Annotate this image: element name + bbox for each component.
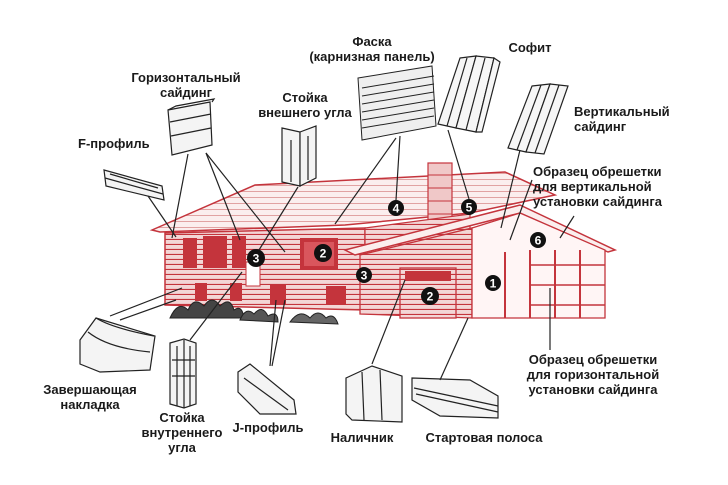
marker-3-left-text: 3 — [253, 252, 260, 266]
label-outer-corner: Стойка внешнего угла — [258, 90, 352, 120]
marker-1 — [485, 275, 501, 291]
marker-5-text: 5 — [466, 201, 473, 215]
house-illustration — [149, 162, 618, 325]
siding-icon — [167, 98, 216, 156]
label-inner-corner: Стойка внутреннего угла — [141, 410, 223, 455]
label-finishing-trim: Завершающая накладка — [43, 382, 137, 412]
marker-4-text: 4 — [393, 202, 400, 216]
label-vertical-battens: Образец обрешетки для вертикальной устан… — [533, 164, 662, 209]
facing-panel-icon — [357, 65, 437, 141]
marker-3-left — [247, 249, 265, 267]
label-vertical-siding: Вертикальный сайдинг — [574, 104, 670, 134]
marker-3-right — [356, 267, 372, 283]
label-f-profile: F-профиль — [78, 136, 150, 151]
marker-4 — [388, 200, 404, 216]
marker-2-upper — [314, 244, 332, 262]
marker-6-text: 6 — [535, 234, 542, 248]
marker-2-lower — [421, 287, 439, 305]
marker-6 — [530, 232, 546, 248]
label-starter-strip: Стартовая полоса — [425, 430, 543, 445]
leader-lines — [109, 129, 575, 381]
f-profile-icon — [103, 169, 165, 201]
soffit-icon — [437, 55, 501, 133]
marker-5 — [461, 199, 477, 215]
marker-2-lower-text: 2 — [427, 290, 434, 304]
marker-3-right-text: 3 — [361, 269, 368, 283]
marker-1-text: 1 — [490, 277, 497, 291]
vertical-siding-icon — [507, 83, 569, 155]
j-profile-icon — [237, 363, 297, 415]
label-casing: Наличник — [330, 430, 394, 445]
marker-layer: 1 2 2 3 3 4 5 6 — [247, 199, 546, 305]
label-horizontal-siding: Горизонтальный сайдинг — [131, 70, 241, 100]
marker-2-upper-text: 2 — [320, 247, 327, 261]
starter-strip-icon — [411, 377, 499, 419]
label-j-profile: J-профиль — [232, 420, 304, 435]
label-horizontal-battens: Образец обрешетки для горизонтальной уст… — [526, 352, 660, 397]
inner-corner-icon — [169, 338, 197, 409]
outer-corner-icon — [281, 125, 317, 187]
finishing-trim-icon — [79, 317, 156, 373]
label-facing: Фаска (карнизная панель) — [309, 34, 435, 64]
casing-icon — [345, 365, 403, 423]
label-soffit: Софит — [508, 40, 552, 55]
